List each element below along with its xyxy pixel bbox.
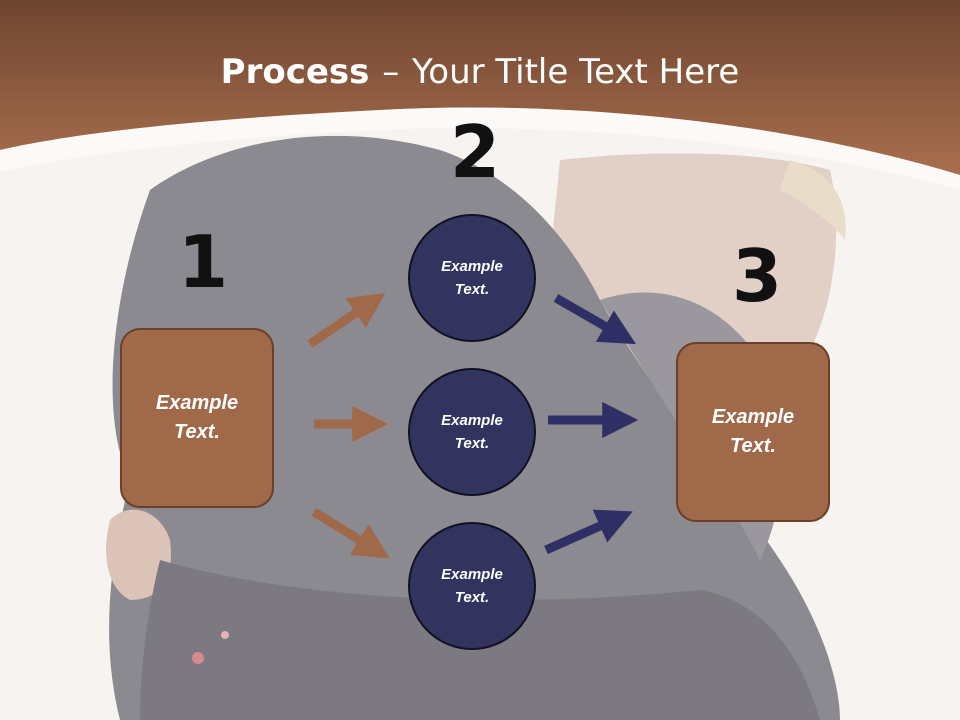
page-title: Process – Your Title Text Here <box>0 52 960 92</box>
step-2-circle-middle: Example Text. <box>408 368 536 496</box>
step-3-label: Example Text. <box>711 406 795 457</box>
step-number-3: 3 <box>732 234 783 318</box>
step-2-circle-top: Example Text. <box>408 214 536 342</box>
title-separator: – <box>382 52 400 92</box>
title-bold: Process <box>220 52 370 92</box>
step-1-label: Example Text. <box>155 392 239 443</box>
step-3-box: Example Text. <box>676 342 830 522</box>
title-rest: Your Title Text Here <box>412 52 740 92</box>
circle-top-label: Example Text. <box>441 258 503 298</box>
step-1-box: Example Text. <box>120 328 274 508</box>
arrow-bottom-to-3 <box>544 509 633 555</box>
circle-middle-label: Example Text. <box>441 412 503 452</box>
arrow-1-to-bottom <box>311 508 390 559</box>
arrow-top-to-3 <box>553 294 637 345</box>
step-2-circle-bottom: Example Text. <box>408 522 536 650</box>
step-number-2: 2 <box>450 110 501 194</box>
circle-bottom-label: Example Text. <box>441 566 503 606</box>
header-band <box>0 0 960 190</box>
step-number-1: 1 <box>178 220 229 304</box>
arrow-1-to-top <box>307 292 386 348</box>
